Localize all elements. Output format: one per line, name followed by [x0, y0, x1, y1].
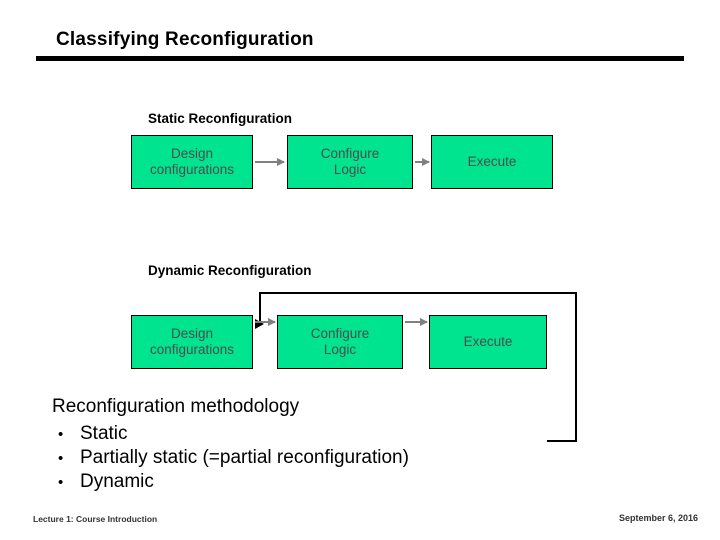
bullet-icon: •: [58, 450, 64, 467]
feedback-loop-bottom-segment: [547, 440, 577, 442]
feedback-loop-top-segment: [259, 292, 577, 294]
list-item: • Dynamic: [58, 471, 696, 493]
dynamic-arrow-2: [405, 317, 428, 326]
body-content: Reconfiguration methodology • Static • P…: [36, 396, 696, 495]
static-box-1-line2: configurations: [149, 162, 235, 177]
footer-date: September 6, 2016: [618, 513, 698, 523]
dynamic-box-configure-logic: Configure Logic: [277, 315, 403, 369]
body-heading: Reconfiguration methodology: [52, 396, 300, 417]
static-box-configure-logic: Configure Logic: [287, 135, 413, 189]
static-arrow-2: [415, 157, 430, 166]
bullet-icon: •: [58, 426, 64, 443]
reconfiguration-diagram: Static Reconfiguration Design configurat…: [0, 95, 720, 442]
feedback-loop-left-segment: [259, 292, 261, 325]
feedback-loop-right-segment: [575, 292, 577, 442]
list-item: • Partially static (=partial reconfigura…: [58, 447, 696, 469]
dynamic-box-design-configurations: Design configurations: [131, 315, 253, 369]
dynamic-box-2-line1: Configure: [310, 325, 370, 341]
static-box-1-line1: Design: [170, 145, 214, 161]
static-box-execute: Execute: [431, 135, 553, 189]
dynamic-box-1-line2: configurations: [149, 342, 235, 357]
bullet-icon: •: [58, 474, 64, 491]
list-item: • Static: [58, 423, 696, 445]
bullet-label-partially-static: Partially static (=partial reconfigurati…: [80, 447, 409, 468]
title-divider: [36, 56, 684, 61]
page-title: Classifying Reconfiguration: [56, 29, 314, 50]
dynamic-box-2-line2: Logic: [323, 342, 357, 357]
dynamic-box-3-line1: Execute: [463, 333, 513, 349]
static-box-2-line1: Configure: [320, 145, 380, 161]
feedback-loop-arrow-icon: [255, 319, 264, 329]
bullet-label-dynamic: Dynamic: [80, 471, 154, 492]
footer-lecture-label: Lecture 1: Course Introduction: [33, 514, 158, 524]
dynamic-section-label: Dynamic Reconfiguration: [148, 263, 312, 278]
dynamic-arrow-1: [255, 317, 276, 326]
bullet-label-static: Static: [80, 423, 128, 444]
static-arrow-1: [255, 157, 285, 166]
static-section-label: Static Reconfiguration: [148, 111, 293, 126]
static-box-design-configurations: Design configurations: [131, 135, 253, 189]
dynamic-box-execute: Execute: [429, 315, 547, 369]
static-box-3-line1: Execute: [467, 153, 517, 169]
dynamic-box-1-line1: Design: [170, 325, 214, 341]
static-box-2-line2: Logic: [333, 162, 367, 177]
